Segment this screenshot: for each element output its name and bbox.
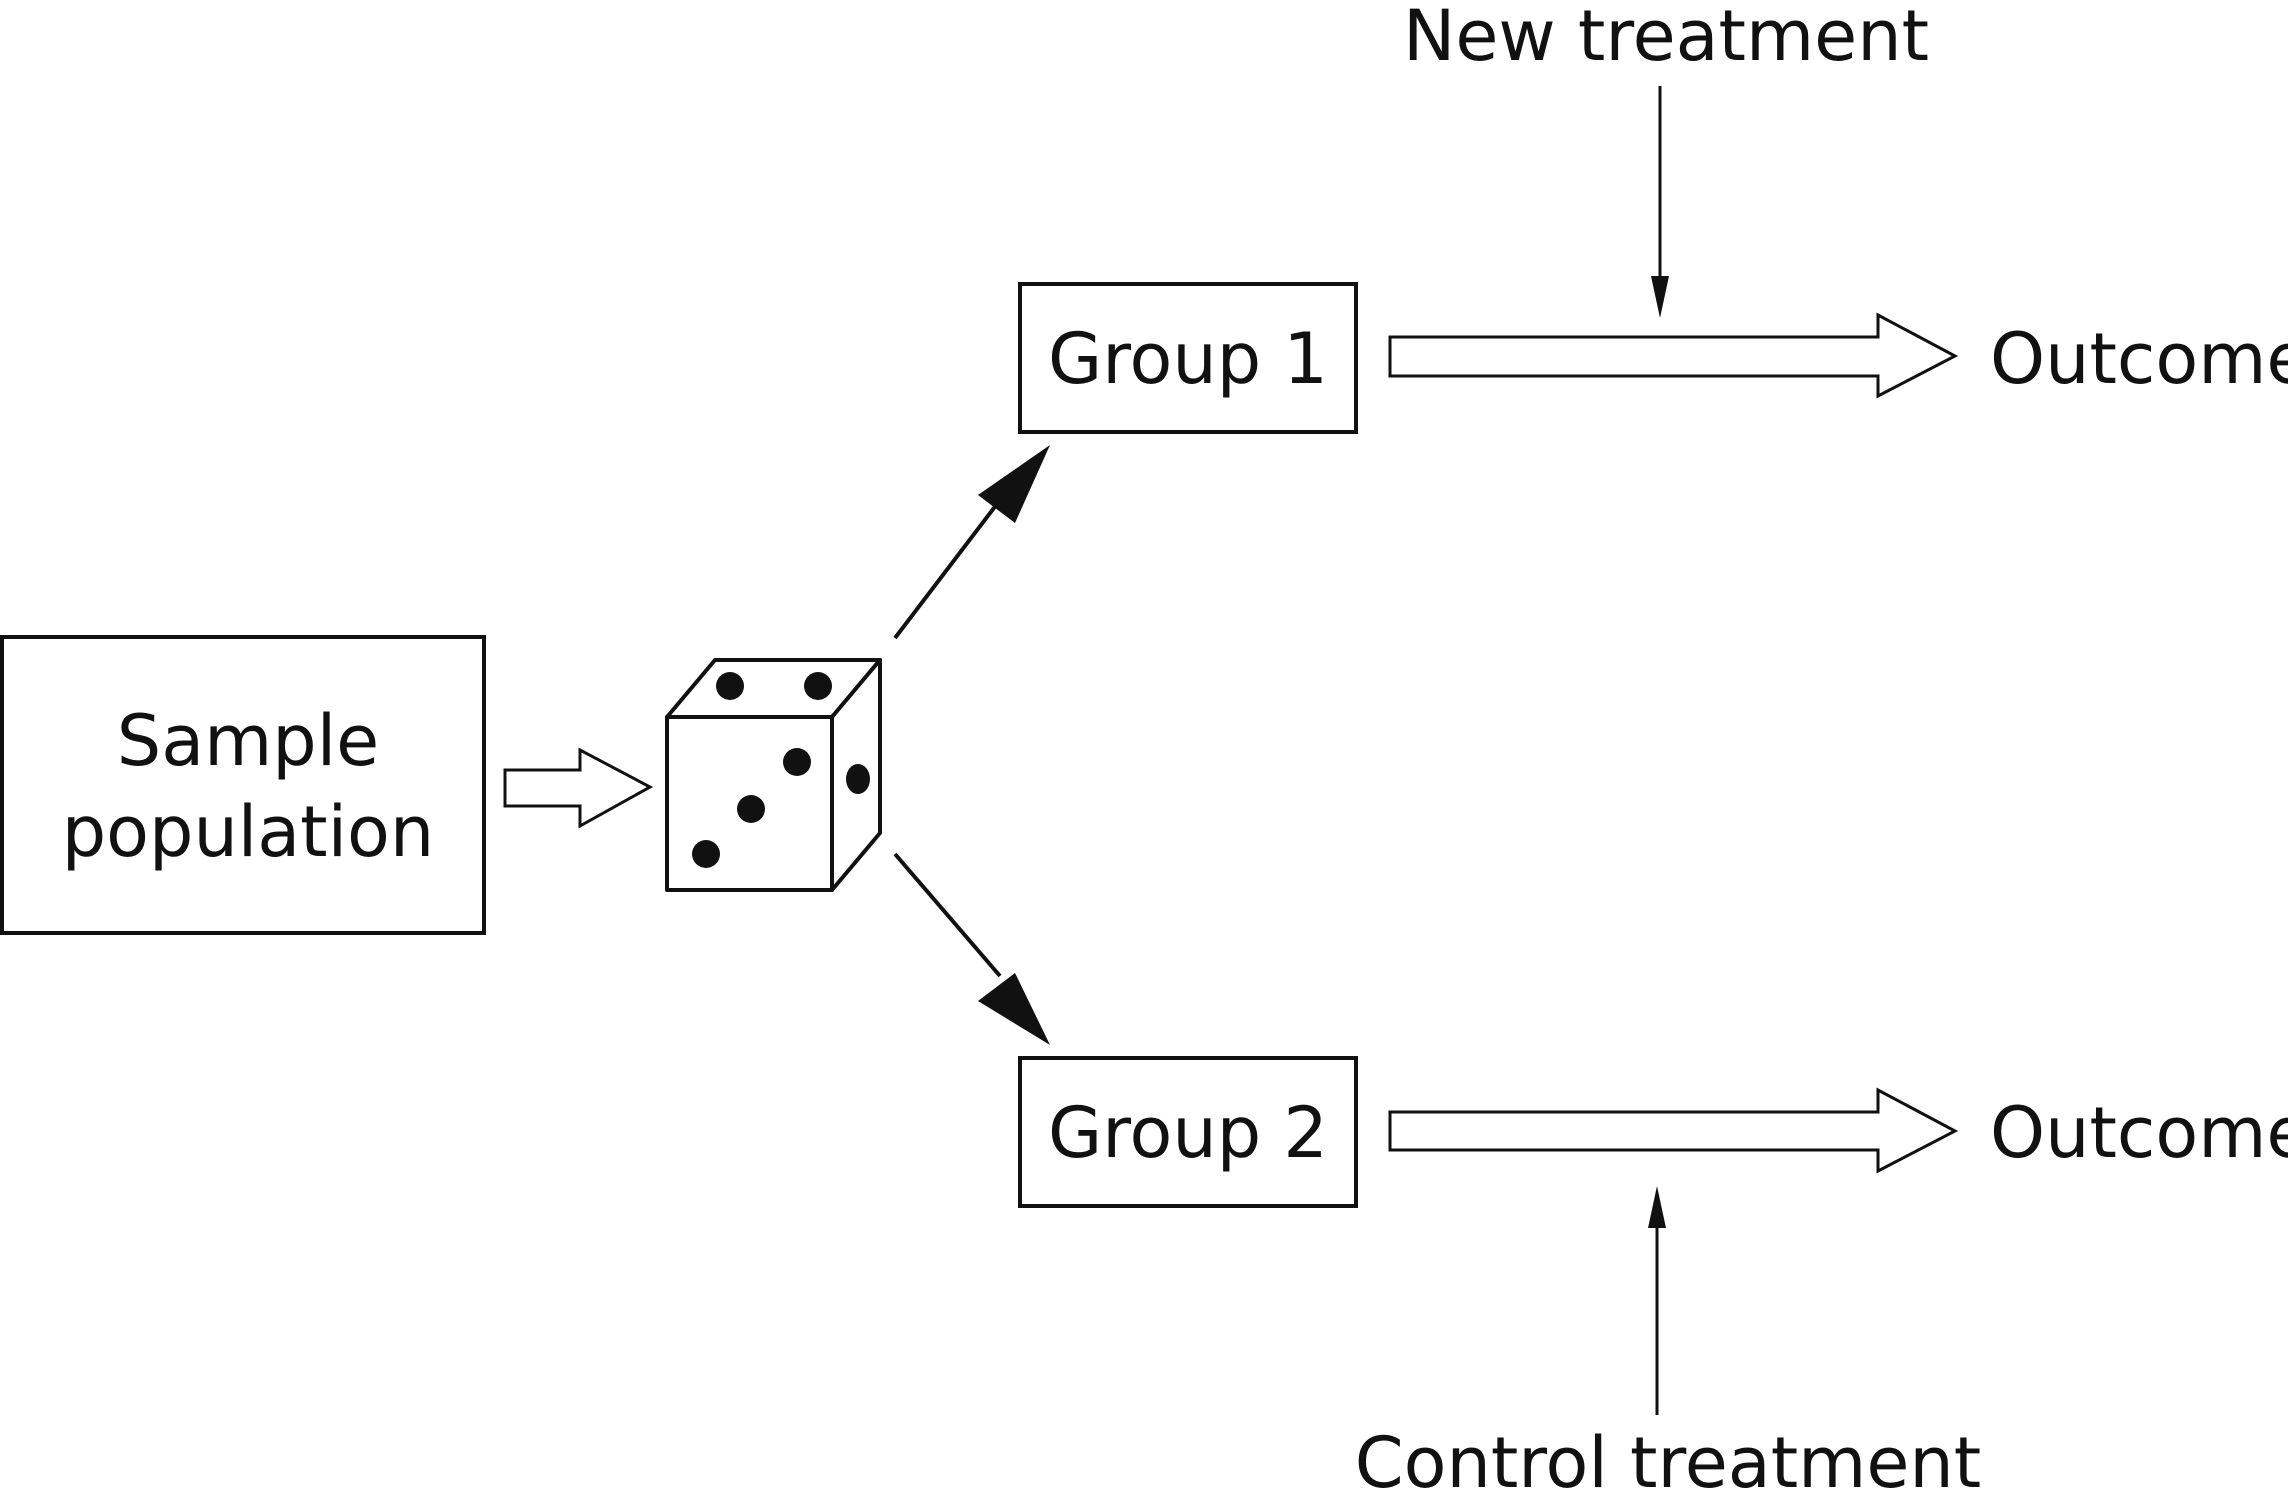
dice-pip — [716, 672, 744, 700]
sample-population-node: Sample population — [0, 635, 486, 935]
control-treatment-arrow — [1648, 1186, 1666, 1415]
group1-label: Group 1 — [1048, 318, 1328, 400]
dice-to-group1-arrow — [893, 445, 1050, 640]
group2-label: Group 2 — [1048, 1092, 1328, 1174]
sample-population-label-line2: population — [62, 791, 435, 873]
sample-population-box — [0, 635, 486, 935]
group1-box — [1018, 282, 1358, 434]
new-treatment-label: New treatment — [1403, 0, 1929, 77]
control-treatment-label: Control treatment — [1355, 1422, 1981, 1492]
dice-pip — [692, 840, 720, 868]
dice-pip — [783, 748, 811, 776]
group2-to-outcome-arrow — [1388, 1087, 1959, 1174]
group1-node: Group 1 — [1018, 282, 1358, 434]
new-treatment-arrow — [1651, 86, 1669, 318]
sample-to-dice-arrow — [503, 747, 654, 829]
sample-population-label-line1: Sample — [117, 700, 379, 782]
group2-node: Group 2 — [1018, 1056, 1358, 1208]
group2-box — [1018, 1056, 1358, 1208]
dice-pip — [846, 764, 870, 794]
outcome1-label: Outcome — [1990, 318, 2288, 400]
dice-to-group2-arrow — [893, 852, 1050, 1045]
dice-icon — [665, 658, 882, 892]
dice-pip — [804, 672, 832, 700]
dice-pip — [737, 795, 765, 823]
outcome2-label: Outcome — [1990, 1092, 2288, 1174]
group1-to-outcome-arrow — [1388, 312, 1959, 399]
